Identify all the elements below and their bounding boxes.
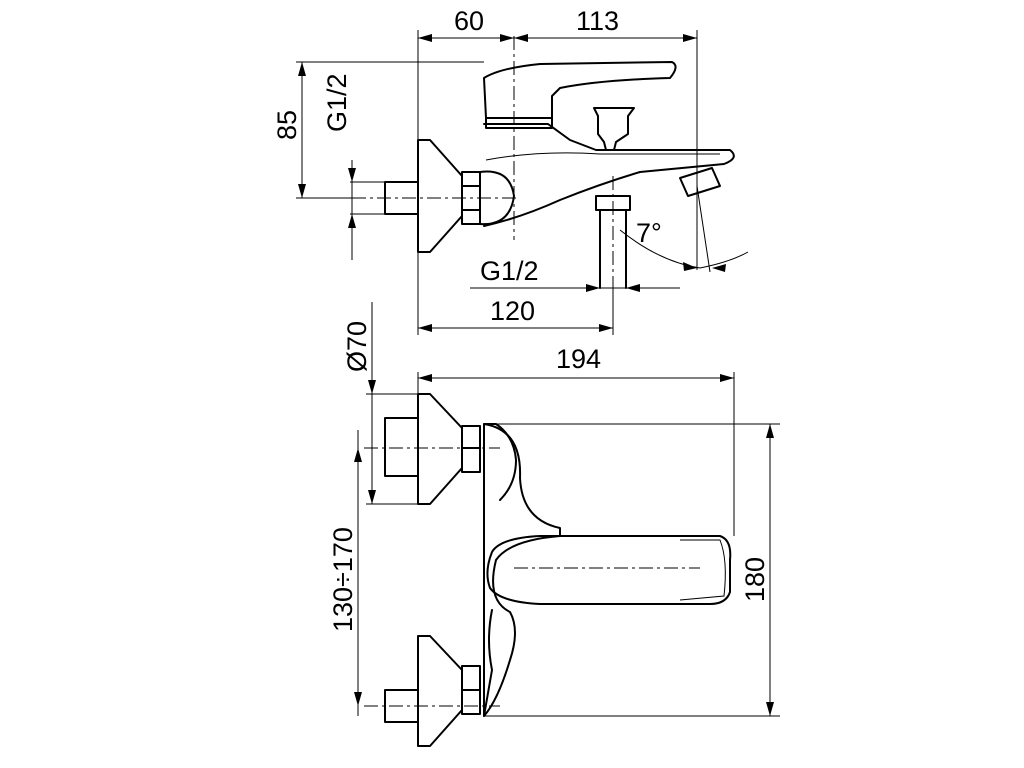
arrowhead	[348, 214, 356, 228]
front-view: 194 Ø70 180 130÷170	[328, 302, 780, 747]
front-top-pipe-stub	[384, 417, 419, 477]
arrowhead	[712, 264, 726, 272]
arrowhead	[683, 262, 697, 271]
side-shower-outlet	[595, 195, 631, 289]
arrowhead	[626, 284, 640, 292]
arrowhead	[683, 34, 697, 42]
dim-label-120: 120	[490, 296, 535, 326]
side-handle-lever	[483, 61, 677, 119]
arrowhead	[354, 692, 362, 706]
dim-label-g12-bottom: G1/2	[480, 256, 539, 286]
arrowhead	[368, 380, 376, 394]
arrowhead	[720, 374, 734, 382]
arrowhead	[599, 324, 613, 332]
angle-reference-line	[696, 185, 711, 273]
side-mixer-body	[483, 123, 735, 227]
side-spout-aerator	[679, 167, 721, 197]
front-bottom-flange	[417, 635, 463, 747]
side-handle-base	[485, 117, 553, 129]
arrowhead	[298, 62, 306, 76]
arrowhead	[348, 168, 356, 182]
side-diverter-knob	[593, 107, 635, 151]
front-mixer-body	[483, 423, 561, 717]
arrowhead	[500, 34, 514, 42]
arrowhead	[418, 34, 432, 42]
front-top-flange	[417, 393, 463, 505]
dim-label-g12-left: G1/2	[322, 73, 352, 132]
side-view: 60 113 85 G1/2 G1/2 120 7°	[272, 6, 749, 335]
arrowhead	[368, 490, 376, 504]
dim-label-180: 180	[740, 557, 770, 602]
dim-label-130-170: 130÷170	[328, 527, 358, 632]
front-body-top-cap	[483, 423, 517, 501]
dim-label-d70: Ø70	[342, 321, 372, 372]
arrowhead	[766, 424, 774, 438]
front-top-hex-nut	[461, 425, 481, 473]
dim-label-85: 85	[272, 110, 302, 140]
side-body-inner-line	[485, 152, 720, 161]
angle-arc	[619, 229, 749, 269]
dim-label-angle: 7°	[636, 218, 662, 248]
front-handle-face	[679, 539, 726, 601]
arrowhead	[766, 702, 774, 716]
dim-label-194: 194	[556, 344, 601, 374]
dim-label-60: 60	[454, 6, 484, 36]
arrowhead	[514, 34, 528, 42]
arrowhead	[298, 184, 306, 198]
arrowhead	[418, 374, 432, 382]
arrowhead	[354, 448, 362, 462]
front-bottom-hex-nut	[461, 665, 481, 715]
side-wall-flange	[417, 139, 463, 253]
arrowhead	[586, 284, 600, 292]
dim-label-113: 113	[576, 6, 619, 36]
front-handle-lever	[486, 535, 732, 605]
arrowhead	[418, 324, 432, 332]
front-body-lower	[483, 609, 493, 717]
